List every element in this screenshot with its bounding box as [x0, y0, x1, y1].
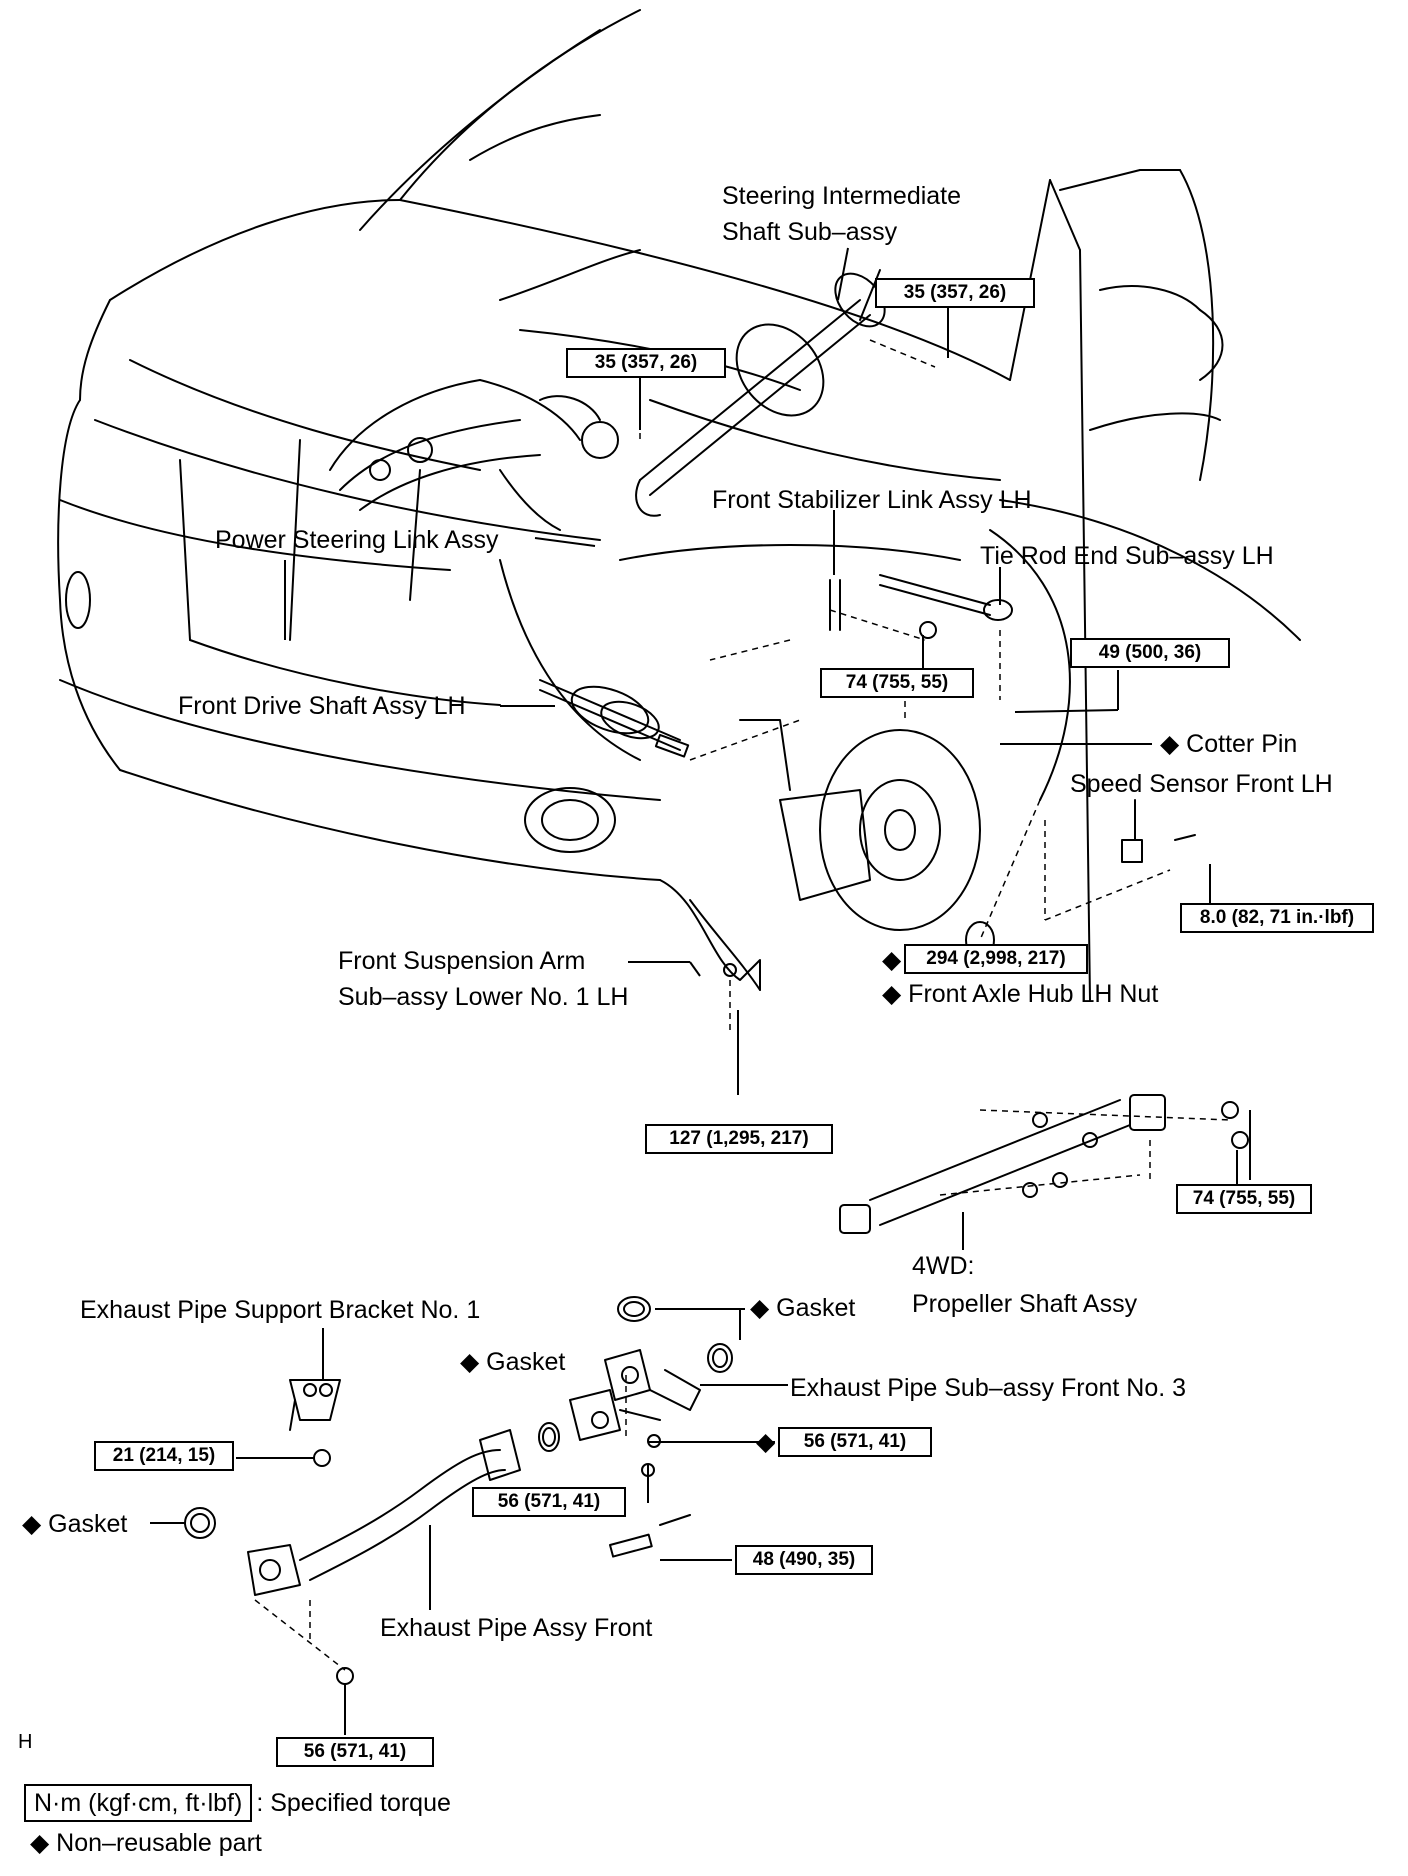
propeller-shaft-drawing	[839, 1094, 1249, 1234]
label-front-susp-arm-line1: Front Suspension Arm	[338, 947, 586, 975]
engine-detail	[329, 379, 619, 531]
vehicle-body	[57, 9, 1301, 1001]
speed-sensor-drawing	[1121, 799, 1196, 863]
label-tie-rod-end: Tie Rod End Sub–assy LH	[980, 542, 1274, 570]
legend-torque: N·m (kgf·cm, ft·lbf): Specified torque	[24, 1784, 451, 1822]
label-gasket-left: ◆ Gasket	[22, 1510, 128, 1538]
exhaust-front-no3-drawing	[569, 1349, 701, 1477]
legend-nonreusable: ◆ Non–reusable part	[30, 1829, 262, 1857]
brake-assembly-drawing	[689, 719, 981, 991]
torque-box-hub-nut: 294 (2,998, 217)	[904, 944, 1088, 974]
label-exhaust-pipe-front: Exhaust Pipe Assy Front	[380, 1614, 653, 1642]
label-speed-sensor: Speed Sensor Front LH	[1070, 770, 1333, 798]
torque-box-exhaust-bolt-48: 48 (490, 35)	[735, 1545, 873, 1575]
torque-box-exhaust-front-nut: 56 (571, 41)	[276, 1737, 434, 1767]
torque-box-exhaust-no3-bolt: 56 (571, 41)	[472, 1487, 626, 1517]
diamond-56-right: ◆	[756, 1428, 776, 1456]
torque-box-speed-sensor: 8.0 (82, 71 in.·lbf)	[1180, 903, 1374, 933]
label-exhaust-front-no3: Exhaust Pipe Sub–assy Front No. 3	[790, 1374, 1187, 1402]
torque-box-lower-arm: 127 (1,295, 217)	[645, 1124, 833, 1154]
gasket-drawings	[184, 1296, 733, 1539]
drive-shaft-drawing	[539, 679, 690, 758]
exhaust-bracket-drawing	[289, 1379, 341, 1467]
label-front-drive-shaft: Front Drive Shaft Assy LH	[178, 692, 466, 720]
dashed-guides	[254, 339, 1231, 1671]
label-gasket-middle: ◆ Gasket	[460, 1348, 566, 1376]
label-gasket-top: ◆ Gasket	[750, 1294, 856, 1322]
diamond-294: ◆	[882, 946, 902, 974]
torque-box-steering-upper: 35 (357, 26)	[875, 278, 1035, 308]
legend-torque-text: : Specified torque	[256, 1789, 451, 1817]
lower-arm-drawing	[659, 879, 761, 991]
label-axle-hub-nut: ◆ Front Axle Hub LH Nut	[882, 980, 1159, 1008]
label-propeller-line2: Propeller Shaft Assy	[912, 1290, 1138, 1318]
torque-box-stabilizer: 74 (755, 55)	[820, 668, 974, 698]
steering-shaft-drawing	[635, 269, 886, 517]
torque-box-propeller: 74 (755, 55)	[1176, 1184, 1312, 1214]
leader-lines	[150, 247, 1251, 1735]
label-front-susp-arm-line2: Sub–assy Lower No. 1 LH	[338, 983, 629, 1011]
label-steering-shaft-line1: Steering Intermediate	[722, 182, 962, 210]
legend-torque-unit-box: N·m (kgf·cm, ft·lbf)	[24, 1784, 253, 1822]
tie-rod-drawing	[829, 574, 1013, 639]
label-power-steering-link: Power Steering Link Assy	[215, 526, 499, 554]
torque-box-exhaust-bracket: 21 (214, 15)	[94, 1441, 234, 1471]
torque-box-steering-lower: 35 (357, 26)	[566, 348, 726, 378]
label-propeller-line1: 4WD:	[912, 1252, 975, 1280]
label-exhaust-support-bracket: Exhaust Pipe Support Bracket No. 1	[80, 1296, 481, 1324]
torque-box-exhaust-no3-nut: 56 (571, 41)	[778, 1427, 932, 1457]
corner-mark: H	[18, 1731, 33, 1753]
label-cotter-pin: ◆ Cotter Pin	[1160, 730, 1298, 758]
torque-box-tie-rod: 49 (500, 36)	[1070, 638, 1230, 668]
label-steering-shaft-line2: Shaft Sub–assy	[722, 218, 898, 246]
label-front-stabilizer-link: Front Stabilizer Link Assy LH	[712, 486, 1032, 514]
